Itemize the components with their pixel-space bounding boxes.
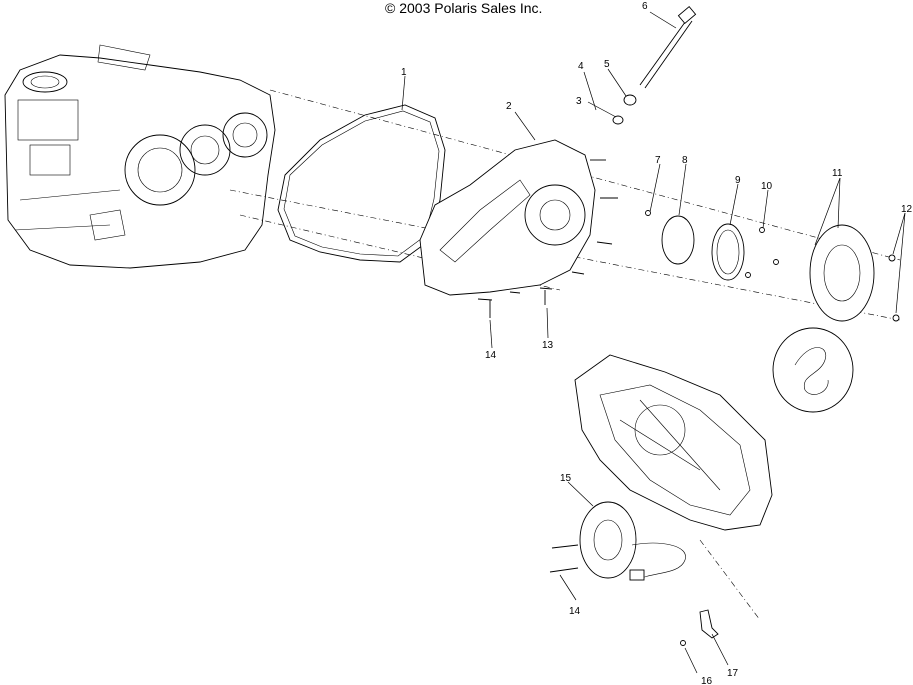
callout-3: 3 xyxy=(576,96,582,107)
gasket-inner-edge xyxy=(283,110,440,257)
inner-cover xyxy=(419,139,596,296)
inspection-cover-o-ring xyxy=(661,215,695,265)
callout-14-upper: 14 xyxy=(485,350,497,361)
callout-16: 16 xyxy=(701,676,713,685)
inspection-cover xyxy=(711,223,745,281)
callout-11: 11 xyxy=(832,168,843,179)
callout-12: 12 xyxy=(901,204,913,215)
callout-17: 17 xyxy=(727,668,739,679)
callout-2: 2 xyxy=(506,101,512,112)
callout-13: 13 xyxy=(542,340,554,351)
callout-labels: 1 2 3 4 5 6 7 8 9 10 11 12 13 14 14 15 xyxy=(401,1,913,685)
stator xyxy=(579,501,686,581)
retainer-screw xyxy=(680,640,686,646)
plug-o-ring xyxy=(623,94,637,106)
small-screws xyxy=(645,210,900,322)
outer-cover xyxy=(772,224,875,413)
wire-retainer-clip xyxy=(699,609,719,639)
gasket xyxy=(277,104,446,263)
callout-7: 7 xyxy=(655,155,661,166)
callout-15: 15 xyxy=(560,473,572,484)
callout-5: 5 xyxy=(604,59,610,70)
callout-6: 6 xyxy=(642,1,648,12)
engine-block xyxy=(4,44,276,269)
cover-bolts xyxy=(477,159,618,301)
stator-bolt-upper xyxy=(551,544,579,549)
inspection-cover-rim xyxy=(716,229,740,275)
clutch-housing xyxy=(574,354,773,531)
callout-4: 4 xyxy=(578,61,584,72)
callout-8: 8 xyxy=(682,155,688,166)
plug-seal xyxy=(612,115,624,125)
copyright-text: © 2003 Polaris Sales Inc. xyxy=(385,0,542,16)
callout-10: 10 xyxy=(761,181,773,192)
stator-bolt-lower xyxy=(549,567,579,573)
dipstick xyxy=(639,6,697,89)
callout-1: 1 xyxy=(401,67,407,78)
callout-14-lower: 14 xyxy=(569,606,581,617)
callout-9: 9 xyxy=(735,175,741,186)
